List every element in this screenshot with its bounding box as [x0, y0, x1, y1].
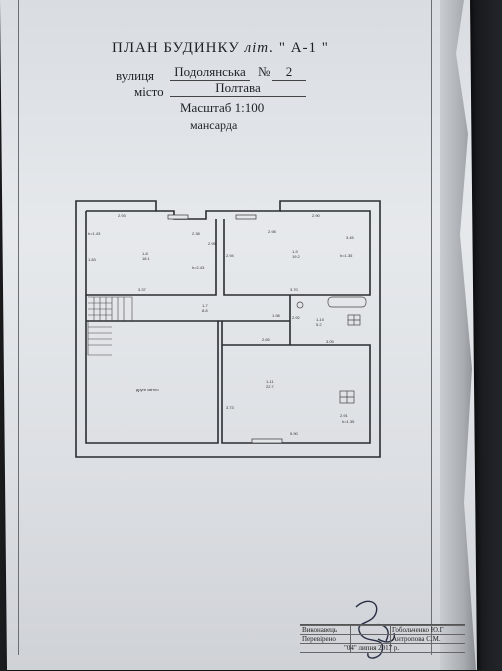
room-area: 5.2	[316, 322, 322, 327]
dimension: 3.45	[346, 235, 355, 240]
date: "04" липня 2017 р.	[344, 644, 400, 652]
dimension: 3.05	[326, 339, 335, 344]
plan-title: ПЛАН БУДИНКУ літ. " А-1 "	[112, 40, 329, 57]
floor-label: мансарда	[190, 118, 238, 132]
dimension: 2.94	[226, 253, 235, 258]
windows	[167, 214, 283, 444]
dimension: 2.92	[292, 315, 301, 320]
room-label: 1-7	[202, 303, 209, 308]
street-label: вулиця	[116, 68, 155, 83]
title-block: Виконавець Гобольченко Ю.Г Перевірено Ан…	[300, 624, 465, 671]
bathroom-fixtures	[296, 296, 367, 404]
number-label: №	[258, 64, 271, 79]
dimension: 2.90	[312, 213, 321, 218]
city-label: місто	[134, 84, 164, 99]
height-label: h=1.35	[342, 419, 355, 424]
dimension: 2.95	[208, 241, 217, 246]
number-value: 2	[272, 64, 306, 81]
height-label: h=1.43	[88, 231, 101, 236]
dimension: 3.37	[138, 287, 147, 292]
stairs	[87, 296, 133, 356]
dimension: 2.38	[192, 231, 201, 236]
dimension: 2.65	[262, 337, 271, 342]
page-frame	[18, 0, 432, 655]
room-label: 1-9	[292, 249, 299, 254]
street-value: Подолянська	[170, 64, 250, 81]
room-area: 22.7	[266, 384, 275, 389]
scale-label: Масштаб 1:100	[180, 100, 265, 115]
title-code: " А-1 "	[278, 40, 329, 56]
room-area: 8.8	[202, 308, 208, 313]
room-area: 18.1	[142, 256, 151, 261]
room-area: 19.2	[292, 254, 301, 259]
room-label: 1-8	[142, 251, 149, 256]
height-label: h=2.43	[192, 265, 205, 270]
checked-name: Антропова С.М.	[392, 635, 441, 643]
room-label: 1-11	[266, 379, 274, 384]
dimension: 1.83	[88, 257, 97, 262]
checked-label: Перевірено	[302, 635, 336, 643]
executor-name: Гобольченко Ю.Г	[392, 626, 444, 634]
dimension: 2.91	[340, 413, 349, 418]
room-label: 1-10	[316, 317, 325, 322]
floor-plan-drawing: 1-8 18.1 1-9 19.2 1-7 8.8 1-10 5.2 1-11 …	[75, 200, 381, 458]
dimension: 2.98	[268, 229, 277, 234]
room-label: друге світло	[136, 387, 159, 392]
height-label: h=1.35	[340, 253, 353, 258]
dimension: 5.90	[290, 431, 299, 436]
city-value: Полтава	[170, 80, 306, 97]
dimension: 1.98	[272, 313, 281, 318]
floor-plan: 1-8 18.1 1-9 19.2 1-7 8.8 1-10 5.2 1-11 …	[72, 195, 384, 463]
title-lit: літ.	[244, 40, 275, 56]
dimension: 3.73	[226, 405, 235, 410]
dimension: 2.93	[118, 213, 127, 218]
title-text: ПЛАН БУДИНКУ	[112, 40, 240, 56]
dimension: 3.70	[290, 287, 299, 292]
executor-label: Виконавець	[302, 626, 338, 634]
